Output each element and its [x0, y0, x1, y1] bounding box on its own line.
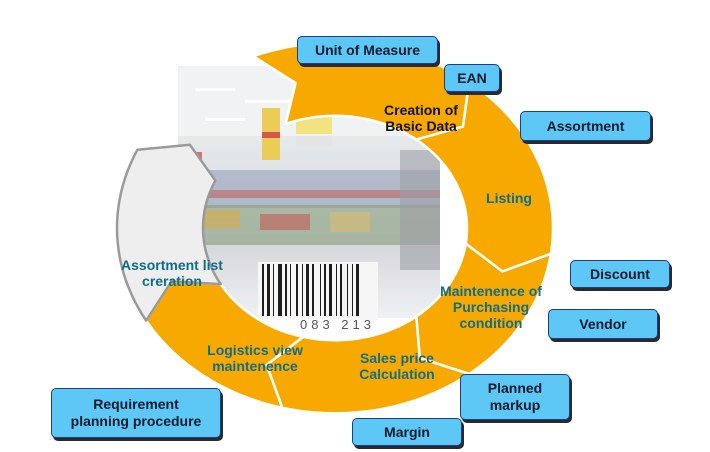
barcode-bar [340, 264, 342, 316]
barcode-bar [302, 264, 303, 316]
tag-margin: Margin [352, 418, 462, 446]
tag-discount: Discount [570, 260, 670, 288]
barcode-bar [267, 264, 270, 316]
barcode-bar [285, 264, 287, 316]
barcode-bar [296, 264, 298, 316]
tag-unit-of-measure: Unit of Measure [297, 36, 438, 64]
barcode-bar [262, 264, 264, 316]
tag-ean: EAN [444, 64, 500, 92]
barcode-bar [278, 264, 282, 316]
cycle-segment-assortment [115, 143, 222, 322]
tag-planned-markup: Planned markup [460, 374, 570, 420]
segment-label-sales: Sales price Calculation [359, 350, 435, 382]
barcode-bar [312, 264, 314, 316]
tag-requirement-planning: Requirement planning procedure [51, 388, 221, 438]
tag-vendor: Vendor [548, 309, 658, 339]
barcode-digits: 083 213 [300, 317, 375, 332]
cycle-ring [115, 41, 555, 415]
barcode-graphic: 083 213 [258, 262, 378, 332]
barcode-bar [356, 264, 359, 316]
segment-label-assortment: Assortment list creration [121, 257, 223, 289]
barcode-bar [324, 264, 326, 316]
tag-assortment: Assortment [520, 111, 651, 141]
barcode-bar [347, 264, 348, 316]
barcode-bar [336, 264, 337, 316]
segment-label-logistics: Logistics view maintenence [207, 342, 303, 374]
segment-label-purchasing: Maintenence of Purchasing condition [440, 283, 542, 331]
barcode-bar [352, 264, 353, 316]
segment-label-listing: Listing [486, 190, 532, 206]
barcode-bar [306, 264, 309, 316]
barcode-bar [290, 264, 291, 316]
barcode-bar [329, 264, 332, 316]
segment-label-creation: Creation of Basic Data [384, 102, 458, 134]
barcode-bar [320, 264, 321, 316]
barcode-bar [273, 264, 274, 316]
